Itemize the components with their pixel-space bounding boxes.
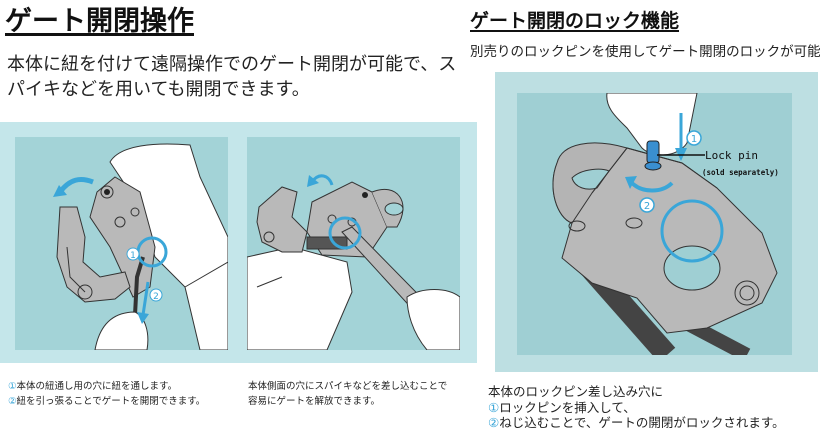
description-line-2: パイキなどを用いても開閉できます。 [7,79,310,100]
caption-step-1: ①本体の紐通し用の穴に紐を通します。 [8,379,205,394]
step-1-text: ロックピンを挿入して、 [499,399,636,415]
description-line-1: 本体に紐を付けて遠隔操作でのゲート開閉が可能で、ス [7,54,457,75]
figure-spike-release [247,137,460,350]
lock-function-description: 別売りのロックピンを使用してゲート開閉のロックが可能 [470,44,820,60]
callout-1: 1 [691,134,697,145]
step-2-number: ② [488,415,500,430]
lock-function-caption: 本体のロックピン差し込み穴に ①ロックピンを挿入して、 ②ねじ込むことで、ゲート… [488,384,785,431]
section-title-lock-function: ゲート開閉のロック機能 [470,10,680,32]
rope-pull-caption: ①本体の紐通し用の穴に紐を通します。 ②紐を引っ張ることでゲートを開閉できます。 [8,379,205,409]
gate-operation-description: 本体に紐を付けて遠隔操作でのゲート開閉が可能で、ス パイキなどを用いても開閉でき… [7,52,467,102]
spike-release-caption: 本体側面の穴にスパイキなどを差し込むことで 容易にゲートを解放できます。 [248,379,447,409]
sold-separately-label: (sold separately) [702,168,779,177]
caption-line-2: 容易にゲートを解放できます。 [248,396,381,407]
lock-pin-label: Lock pin [705,149,758,162]
rope-pull-illustration: 1 2 [53,143,228,350]
section-title-gate-operation: ゲート開閉操作 [5,6,194,37]
spike-release-illustration [247,174,460,350]
callout-2: 2 [153,292,159,302]
caption-line-1: 本体のロックピン差し込み穴に [488,384,664,399]
figure-lock-pin: 1 2 Lock pin (sold separately) [517,93,792,355]
callout-2: 2 [644,201,650,212]
step-1-number: ① [488,399,500,415]
step-2-text: 紐を引っ張ることでゲートを開閉できます。 [16,396,206,407]
caption-line-1: 本体側面の穴にスパイキなどを差し込むことで [248,381,448,392]
caption-step-2: ②紐を引っ張ることでゲートを開閉できます。 [8,394,205,409]
step-2-number: ② [8,396,17,407]
step-1-number: ① [8,381,17,392]
callout-1: 1 [130,251,136,261]
figure-rope-pull: 1 2 [15,137,228,350]
step-1-text: 本体の紐通し用の穴に紐を通します。 [16,381,178,392]
caption-step-2: ②ねじ込むことで、ゲートの開閉がロックされます。 [488,415,785,431]
step-2-text: ねじ込むことで、ゲートの開閉がロックされます。 [499,415,785,430]
lock-pin-illustration: 1 2 Lock pin (sold separately) [552,93,779,355]
caption-step-1: ①ロックピンを挿入して、 [488,400,785,416]
